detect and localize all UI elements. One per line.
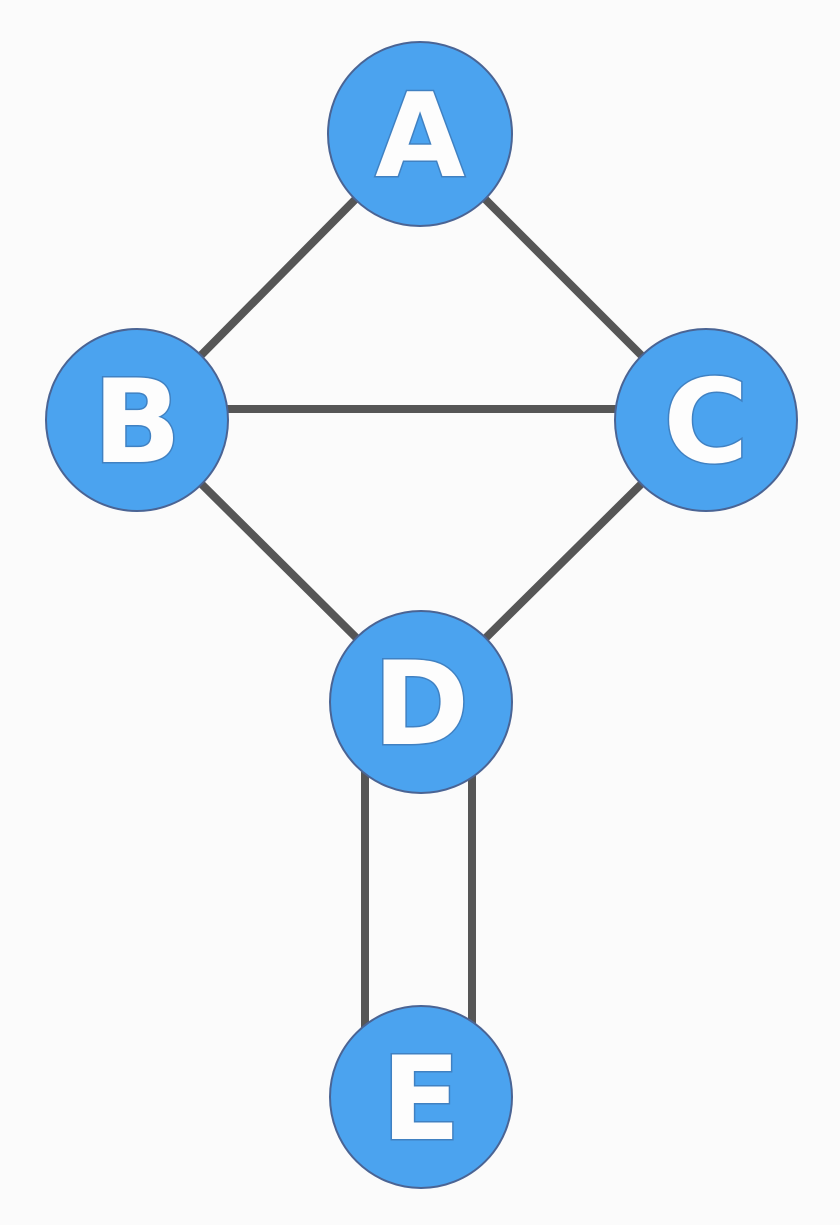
- node-A[interactable]: A: [327, 41, 513, 227]
- node-circle-C[interactable]: [614, 328, 798, 512]
- node-circle-D[interactable]: [329, 610, 513, 794]
- node-circle-A[interactable]: [327, 41, 513, 227]
- node-circle-B[interactable]: [45, 328, 229, 512]
- node-E[interactable]: E: [329, 1005, 513, 1189]
- node-C[interactable]: C: [614, 328, 798, 512]
- node-D[interactable]: D: [329, 610, 513, 794]
- nodes-layer: AB CD E: [45, 41, 798, 1189]
- node-circle-E[interactable]: [329, 1005, 513, 1189]
- node-B[interactable]: B: [45, 328, 229, 512]
